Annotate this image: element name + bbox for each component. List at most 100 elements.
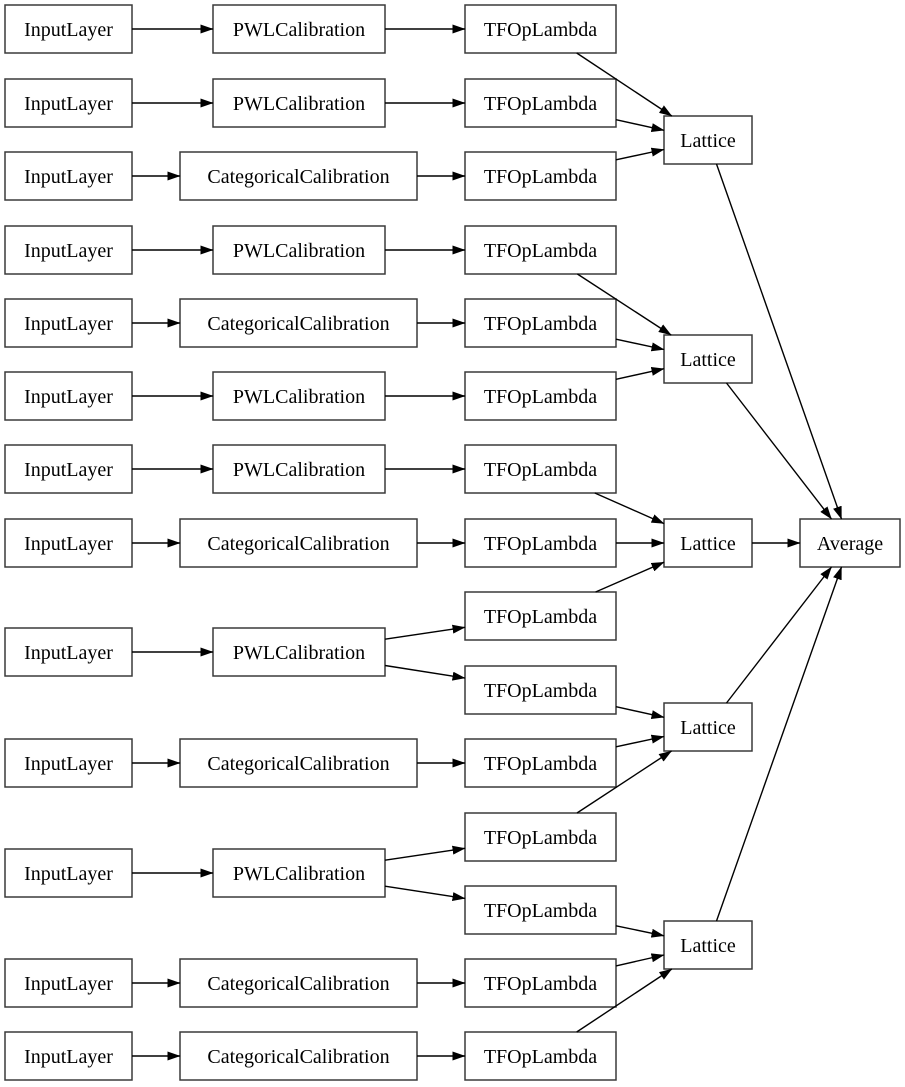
t11-box [464,812,617,862]
node-t12: TFOpLambda [464,885,617,935]
node-t8: TFOpLambda [464,591,617,641]
c12-box [179,1031,418,1081]
edge-t6-to-lat2 [594,492,665,525]
c5-label: PWLCalibration [233,386,365,408]
node-t1: TFOpLambda [464,78,617,128]
edge-t12-to-lat4 [615,925,665,938]
edge-c8-to-t9 [384,664,466,681]
node-t7: TFOpLambda [464,518,617,568]
node-in7: InputLayer [4,518,133,568]
edge-c10-to-t11 [384,845,466,861]
in2-box [4,151,133,201]
edge-c10-to-t12 [384,885,466,901]
t10-box [464,738,617,788]
in10-box [4,848,133,898]
t9-box [464,665,617,715]
t4-box [464,298,617,348]
t3-box [464,225,617,275]
t0-label: TFOpLambda [484,19,597,41]
node-avg: Average [799,518,901,568]
c10-box [212,848,386,898]
node-t11: TFOpLambda [464,812,617,862]
t13-label: TFOpLambda [484,973,597,995]
node-in2: InputLayer [4,151,133,201]
in4-box [4,298,133,348]
t12-box [464,885,617,935]
lat3-label: Lattice [680,717,736,739]
t2-label: TFOpLambda [484,166,597,188]
node-c7: CategoricalCalibration [179,518,418,568]
t12-label: TFOpLambda [484,900,597,922]
edge-t13-to-lat4 [615,953,665,967]
node-t13: TFOpLambda [464,958,617,1008]
c11-label: CategoricalCalibration [207,973,389,995]
t9-label: TFOpLambda [484,680,597,702]
in2-label: InputLayer [24,166,113,188]
node-lat1: Lattice [663,334,753,384]
t7-box [464,518,617,568]
node-lat3: Lattice [663,702,753,752]
node-in3: InputLayer [4,225,133,275]
c0-box [212,4,386,54]
node-t14: TFOpLambda [464,1031,617,1081]
lat3-box [663,702,753,752]
c3-box [212,225,386,275]
node-c0: PWLCalibration [212,4,386,54]
edge-t10-to-lat3 [615,734,665,748]
node-c2: CategoricalCalibration [179,151,418,201]
lat2-box [663,518,753,568]
in5-label: InputLayer [24,386,113,408]
in0-box [4,4,133,54]
t8-box [464,591,617,641]
edge-lat3-to-avg [725,566,833,704]
edge-lat0-to-avg [715,163,843,520]
c5-box [212,371,386,421]
in12-box [4,1031,133,1081]
edge-t1-to-lat0 [615,119,665,132]
edge-lat4-to-avg [715,566,843,922]
t8-label: TFOpLambda [484,606,597,628]
edge-c8-to-t8 [384,624,466,640]
node-t3: TFOpLambda [464,225,617,275]
node-in1: InputLayer [4,78,133,128]
in1-label: InputLayer [24,93,113,115]
t7-label: TFOpLambda [484,533,597,555]
node-in4: InputLayer [4,298,133,348]
in7-label: InputLayer [24,533,113,555]
t13-box [464,958,617,1008]
lat1-label: Lattice [680,349,736,371]
t14-label: TFOpLambda [484,1046,597,1068]
c4-box [179,298,418,348]
node-t2: TFOpLambda [464,151,617,201]
c2-label: CategoricalCalibration [207,166,389,188]
edge-t0-to-lat0 [576,52,673,117]
in9-label: InputLayer [24,753,113,775]
node-c8: PWLCalibration [212,627,386,677]
lat1-box [663,334,753,384]
node-t10: TFOpLambda [464,738,617,788]
node-c1: PWLCalibration [212,78,386,128]
node-c12: CategoricalCalibration [179,1031,418,1081]
t5-label: TFOpLambda [484,386,597,408]
in6-label: InputLayer [24,459,113,481]
lat2-label: Lattice [680,533,736,555]
edge-t2-to-lat0 [615,147,665,161]
node-c9: CategoricalCalibration [179,738,418,788]
in6-box [4,444,133,494]
node-in12: InputLayer [4,1031,133,1081]
t0-box [464,4,617,54]
node-in6: InputLayer [4,444,133,494]
edge-t14-to-lat4 [576,968,673,1033]
in0-label: InputLayer [24,19,113,41]
t1-label: TFOpLambda [484,93,597,115]
node-c4: CategoricalCalibration [179,298,418,348]
node-t9: TFOpLambda [464,665,617,715]
node-t6: TFOpLambda [464,444,617,494]
lat0-label: Lattice [680,130,736,152]
node-in9: InputLayer [4,738,133,788]
node-lat4: Lattice [663,920,753,970]
edge-layer [132,24,843,1061]
node-t5: TFOpLambda [464,371,617,421]
